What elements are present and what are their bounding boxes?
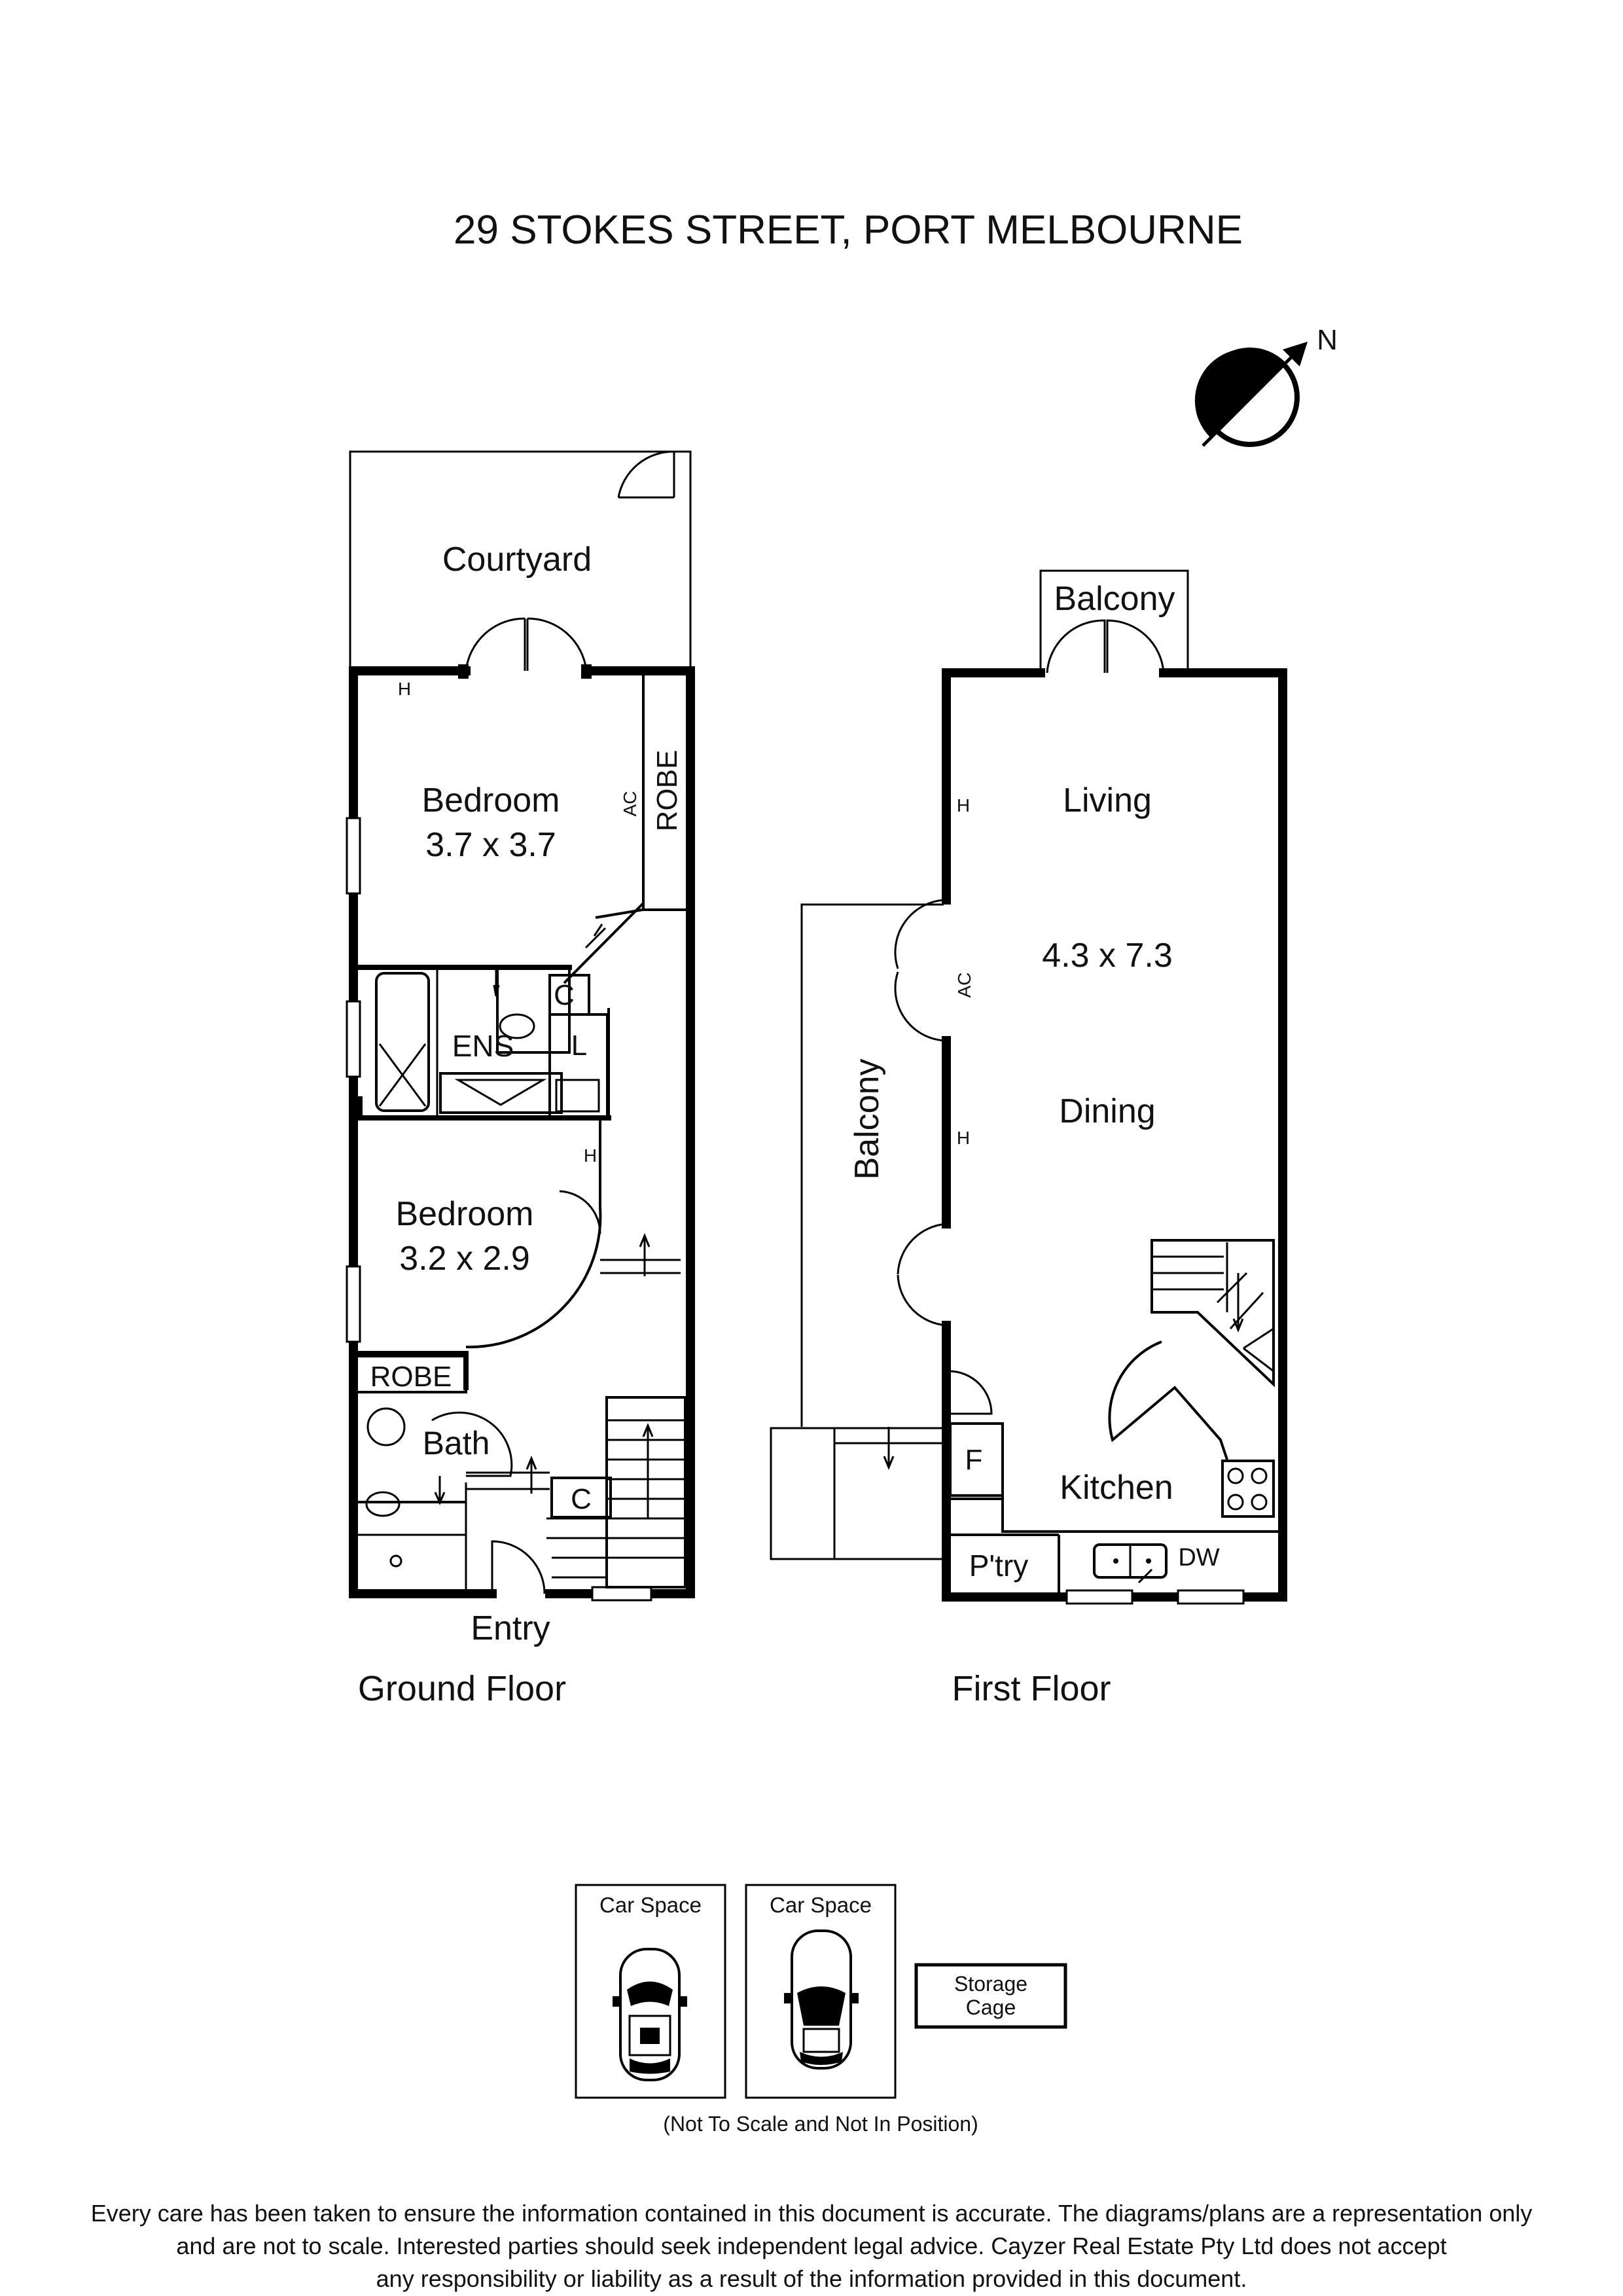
heater-mark: H [398, 679, 411, 699]
side-balcony-rail [800, 903, 944, 1427]
balcony-step [770, 1427, 945, 1560]
car-space-1 [575, 1884, 726, 2099]
cupboard-label: C [554, 979, 575, 1011]
laundry [548, 1013, 609, 1119]
fridge-label: F [965, 1444, 983, 1476]
curved-kitchen-island [1108, 1340, 1228, 1460]
page-title: 29 STOKES STREET, PORT MELBOURNE [454, 207, 1243, 253]
robe-label: ROBE [370, 1361, 452, 1393]
heater-mark: H [584, 1145, 597, 1166]
kitchen-label: Kitchen [1060, 1469, 1173, 1507]
window [1177, 1589, 1245, 1605]
basin [366, 1407, 406, 1446]
balcony-label: Balcony [848, 1059, 886, 1180]
heater-mark: H [957, 795, 970, 816]
car-space-label: Car Space [770, 1893, 872, 1917]
cupboard [550, 1477, 612, 1518]
pantry-label: P'try [969, 1549, 1029, 1583]
linen-label: L [571, 1030, 587, 1062]
courtyard-label: Courtyard [442, 541, 592, 579]
disclaimer-text: Every care has been taken to ensure the … [91, 2200, 1533, 2227]
staircase [1150, 1239, 1275, 1388]
car-space-label: Car Space [599, 1893, 702, 1917]
bedroom-door-swing [559, 1190, 601, 1234]
window [346, 1265, 361, 1343]
ac-label: AC [954, 973, 974, 998]
robe-label: ROBE [651, 750, 683, 832]
ac-label: AC [620, 791, 640, 817]
fridge-space [949, 1422, 1004, 1497]
compass-north-label: N [1317, 324, 1338, 356]
window [346, 817, 361, 895]
window [591, 1586, 652, 1602]
window [346, 1000, 361, 1078]
ground-floor-plan [346, 450, 695, 1602]
scale-note: (Not To Scale and Not In Position) [663, 2112, 978, 2136]
toilet [365, 1491, 401, 1517]
disclaimer-text: any responsibility or liability as a res… [376, 2265, 1247, 2292]
window [1065, 1589, 1133, 1605]
entry-label: Entry [471, 1609, 550, 1647]
living-label: Living [1063, 781, 1152, 819]
car-space-2 [745, 1884, 897, 2099]
north-compass-icon [1194, 342, 1308, 447]
ensuite-label: ENS [452, 1029, 514, 1063]
bedroom-label: Bedroom [422, 781, 560, 819]
bedroom-label: Bedroom [396, 1195, 534, 1233]
dishwasher-label: DW [1178, 1544, 1219, 1571]
balcony-door-swing [897, 1223, 947, 1327]
heater-mark: H [957, 1128, 970, 1148]
first-floor-plan [770, 569, 1287, 1605]
entry-door-swing [491, 1540, 546, 1594]
storage-cage-label: Storage [954, 1972, 1027, 1996]
dining-label: Dining [1059, 1092, 1155, 1130]
bath-label: Bath [423, 1425, 490, 1462]
bathtub [375, 972, 430, 1112]
balcony-label: Balcony [1054, 580, 1175, 618]
bedroom-size: 3.7 x 3.7 [425, 826, 556, 864]
top-balcony-rail [1039, 569, 1189, 673]
ground-floor-label: Ground Floor [358, 1669, 566, 1708]
ac-closet-door-swing [894, 899, 947, 1042]
living-dining-size: 4.3 x 7.3 [1042, 937, 1172, 975]
storage-cage-label: Cage [966, 1996, 1016, 2019]
bedroom-size: 3.2 x 2.9 [399, 1240, 529, 1278]
robe-closet [355, 1355, 467, 1393]
courtyard-fence [349, 450, 692, 668]
robe-closet [642, 673, 688, 911]
storage-cage [914, 1963, 1067, 2029]
courtyard-gate-swing [617, 450, 675, 499]
disclaimer-text: and are not to scale. Interested parties… [176, 2233, 1446, 2259]
vanity [439, 1072, 563, 1114]
cooktop [1221, 1460, 1275, 1518]
car-icon [784, 1929, 859, 2070]
bedroom-french-doors [465, 617, 588, 672]
cupboard-label: C [571, 1483, 592, 1515]
toilet [499, 1013, 535, 1039]
first-floor-outer-wall [942, 668, 1287, 1602]
first-floor-label: First Floor [952, 1669, 1111, 1708]
car-icon [613, 1948, 687, 2081]
